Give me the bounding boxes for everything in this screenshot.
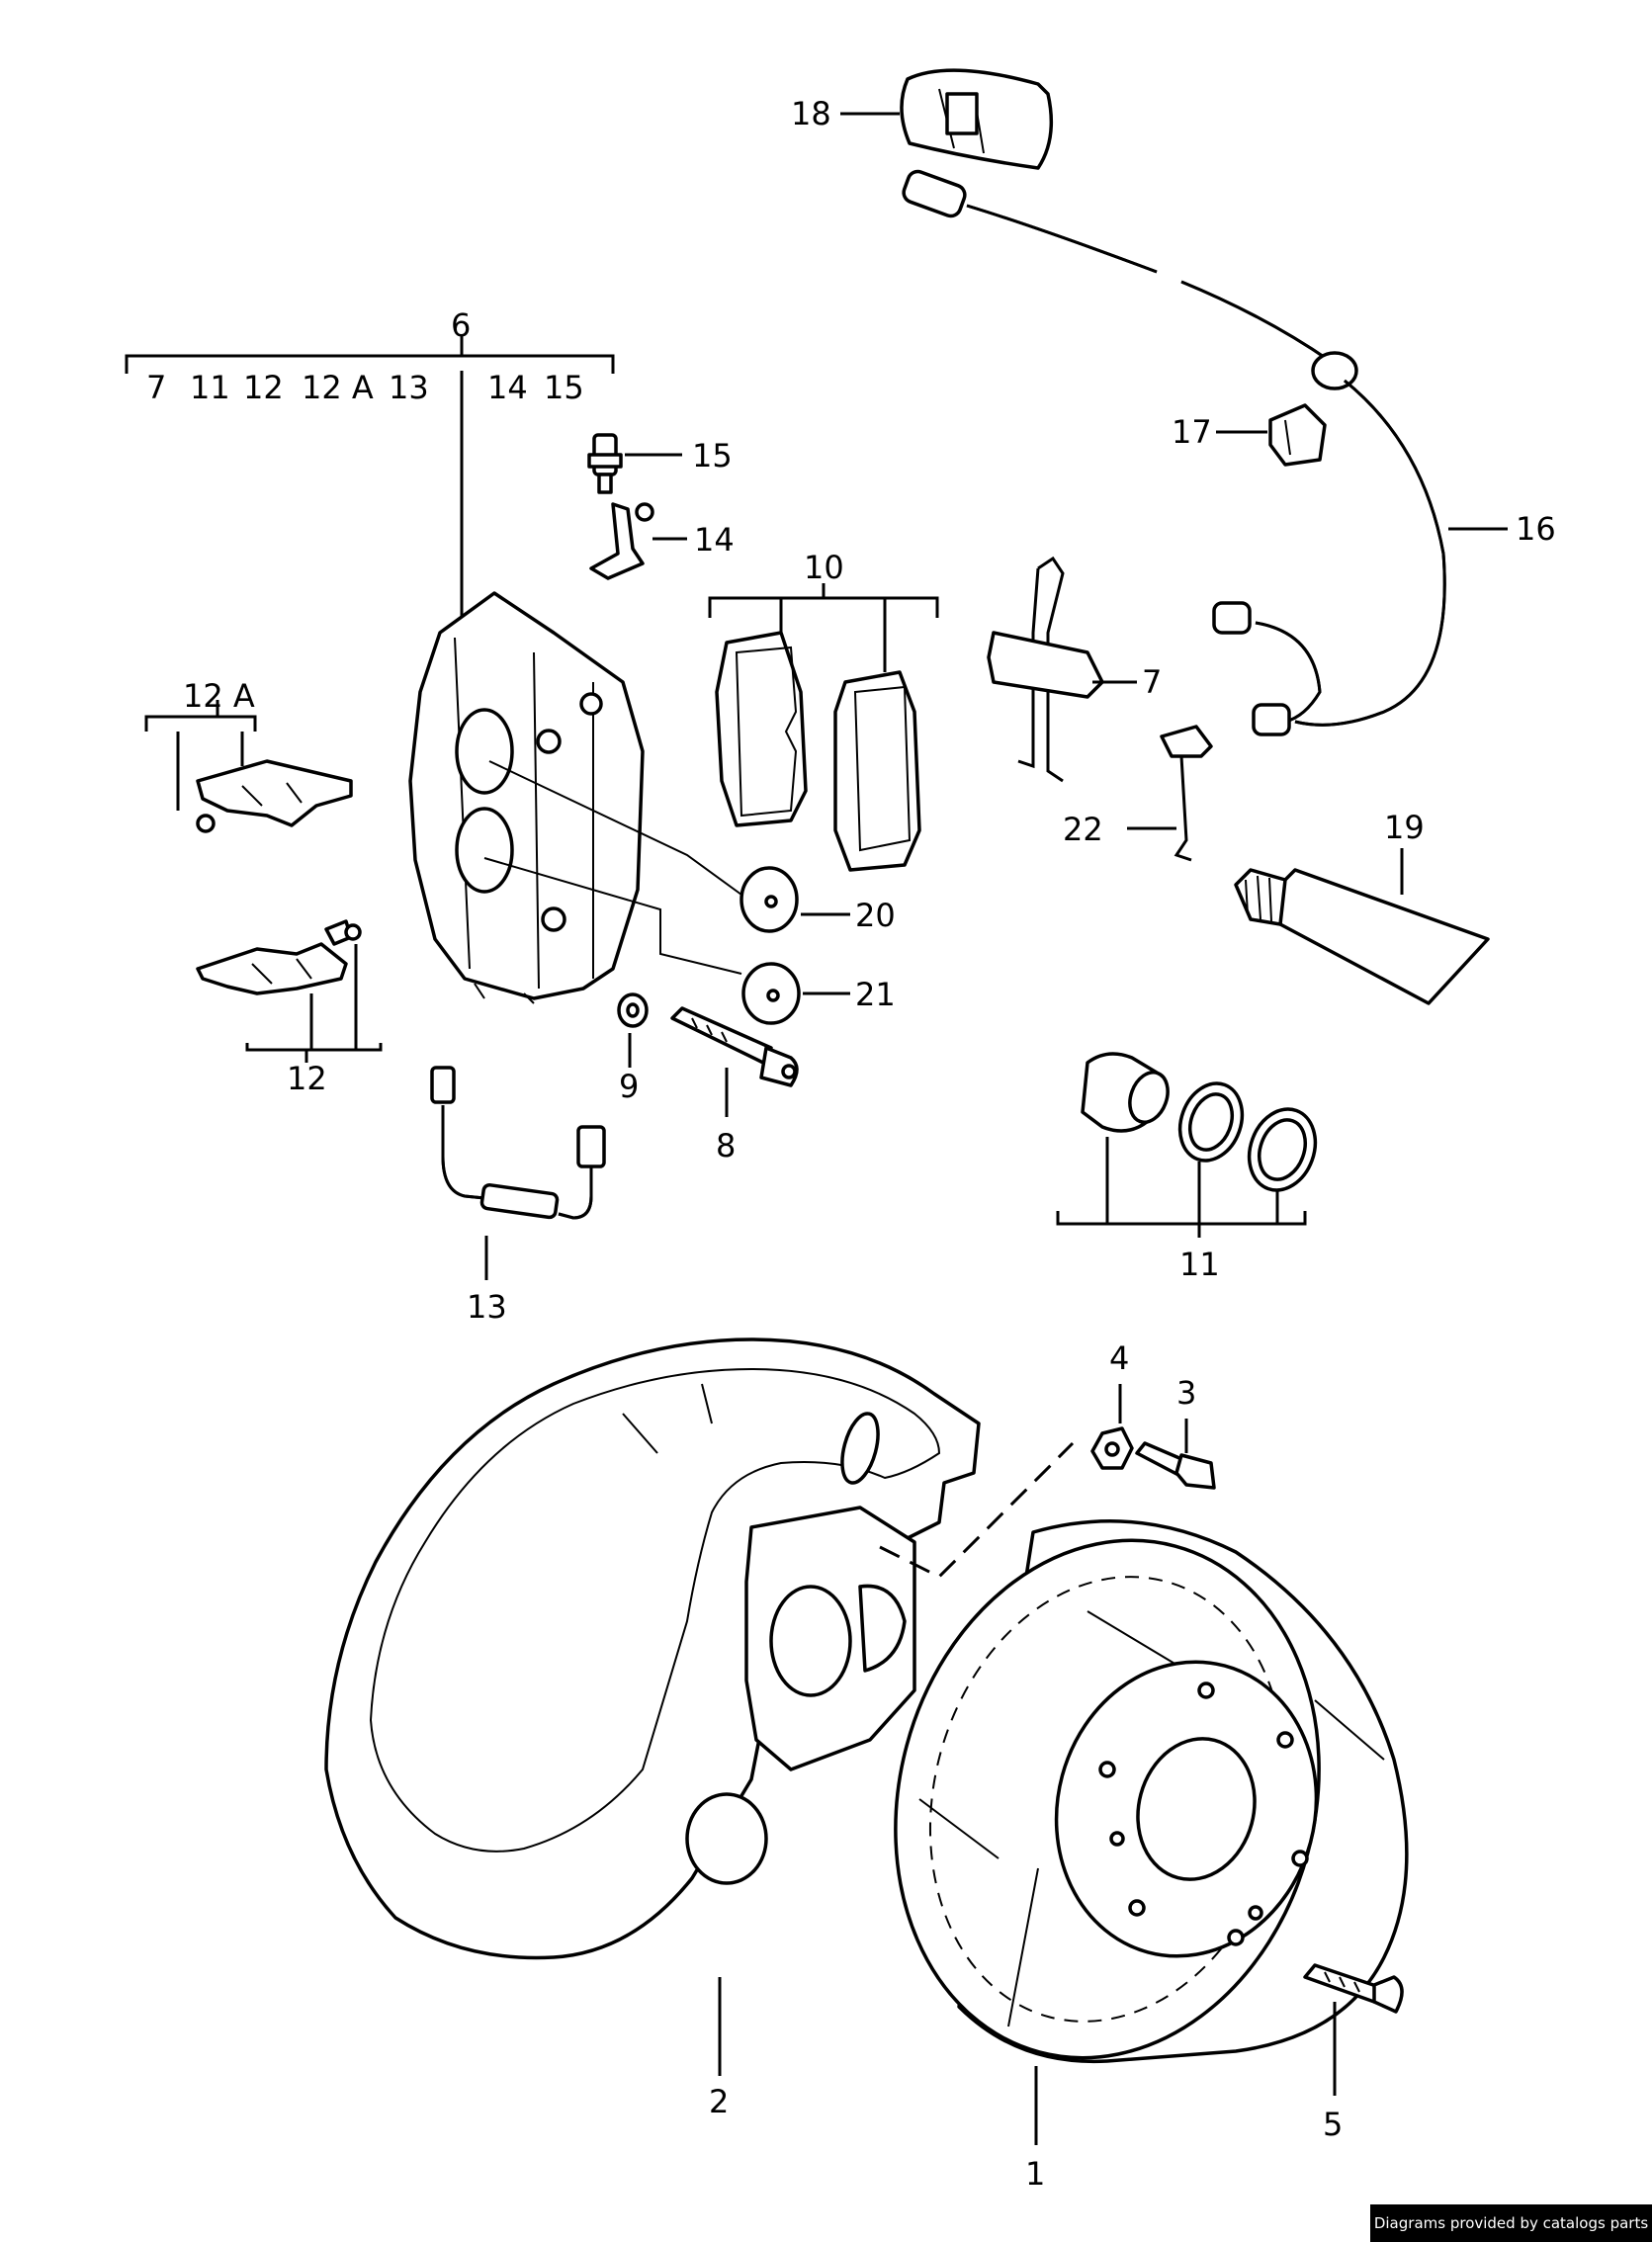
- part-12-plate: [196, 919, 362, 995]
- callout-3: 3: [1176, 1374, 1196, 1412]
- part-7-spreader-spring: [987, 556, 1104, 783]
- callout-12: 12: [287, 1060, 327, 1097]
- callout-5: 5: [1323, 2106, 1343, 2143]
- bracket-12: [245, 944, 383, 1063]
- kit-list-item: 12: [243, 369, 284, 406]
- part-11-piston: [1081, 1052, 1170, 1133]
- callout-19: 19: [1384, 809, 1425, 846]
- part-5-countersunk-screw: [1303, 1963, 1404, 2014]
- part-21-disc: [741, 962, 801, 1025]
- kit-list: 7 11 12 12 A 13 14 15: [146, 369, 584, 406]
- part-17-clip: [1268, 403, 1327, 467]
- caliper-kit-bracket: [125, 336, 615, 618]
- part-16-wear-sensor-cable: [902, 169, 1446, 736]
- part-20-disc: [739, 866, 799, 933]
- callout-22: 22: [1063, 811, 1103, 848]
- callout-9: 9: [619, 1068, 639, 1105]
- callout-7: 7: [1142, 663, 1162, 701]
- callout-15: 15: [692, 437, 733, 474]
- kit-list-item: 7: [146, 369, 166, 406]
- callout-17: 17: [1172, 413, 1212, 451]
- part-18-clip-sleeve: [900, 68, 1054, 170]
- part-11-seal-2: [1247, 1107, 1318, 1192]
- part-8-caliper-bolt: [670, 1006, 799, 1087]
- callout-11: 11: [1179, 1246, 1220, 1283]
- part-10-pad-right: [833, 670, 921, 872]
- callout-8: 8: [716, 1127, 736, 1164]
- part-2-splash-shield: [324, 1337, 981, 1960]
- part-9-washer: [617, 992, 649, 1028]
- callout-4: 4: [1109, 1339, 1129, 1377]
- part-1-brake-rotor: [894, 1519, 1409, 2064]
- part-22-wire-clip: [1160, 725, 1213, 862]
- leader-20-line: [488, 760, 742, 896]
- callout-20: 20: [855, 897, 896, 934]
- part-6-brake-caliper: [408, 591, 645, 1004]
- kit-list-item: 11: [190, 369, 230, 406]
- kit-list-item: 13: [389, 369, 429, 406]
- bracket-11: [1056, 1137, 1307, 1238]
- callout-6: 6: [451, 306, 471, 344]
- part-11-seal-1: [1177, 1081, 1245, 1163]
- kit-list-item: 15: [544, 369, 584, 406]
- part-12a-plate: [196, 759, 353, 833]
- part-4-washer: [1090, 1426, 1134, 1470]
- part-15-bleeder-valve: [587, 433, 623, 494]
- callout-1: 1: [1025, 2155, 1045, 2193]
- kit-list-item: 14: [487, 369, 528, 406]
- kit-list-item: 12 A: [302, 369, 374, 406]
- part-19-grease-tube: [1234, 868, 1490, 1005]
- callout-16: 16: [1516, 510, 1556, 548]
- part-3-bolt: [1135, 1441, 1216, 1490]
- callout-10: 10: [804, 549, 844, 586]
- part-14-bracket: [589, 502, 654, 580]
- callout-18: 18: [791, 95, 831, 132]
- credit-label: Diagrams provided by catalogs parts: [1370, 2204, 1652, 2242]
- leader-21-line: [483, 857, 742, 975]
- callout-21: 21: [855, 976, 896, 1013]
- callout-14: 14: [694, 521, 735, 559]
- part-10-pad-left: [715, 631, 808, 827]
- callout-2: 2: [709, 2083, 729, 2120]
- callout-13: 13: [467, 1288, 507, 1326]
- part-13-brake-hose: [430, 1066, 606, 1220]
- bracket-12a: [144, 700, 257, 811]
